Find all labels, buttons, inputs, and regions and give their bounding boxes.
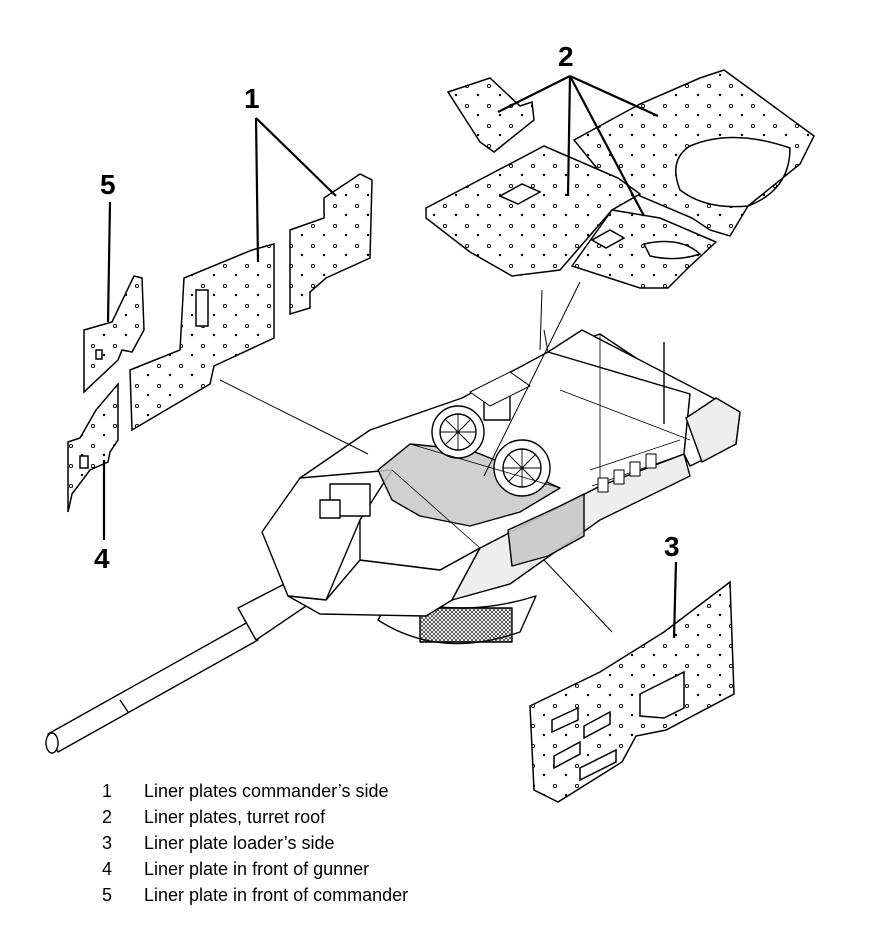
callout-2: 2 <box>558 41 574 72</box>
plate-2-front-right <box>570 209 718 289</box>
legend-item-1: 1 Liner plates commander’s side <box>102 778 408 804</box>
plate-3 <box>529 580 735 803</box>
plate-5 <box>83 275 145 394</box>
turret-drawing <box>45 329 741 754</box>
plate-1-rear <box>289 173 373 316</box>
side-stowage <box>597 453 657 493</box>
legend-number: 5 <box>102 885 113 905</box>
legend-text: Liner plate loader’s side <box>144 833 335 853</box>
plate-2-left-small <box>446 77 535 153</box>
plate-2-front-main <box>425 145 642 277</box>
plate-1-front <box>129 243 275 432</box>
turret-basket-mesh <box>419 607 513 643</box>
legend: 1 Liner plates commander’s side 2 Liner … <box>102 778 408 908</box>
legend-item-5: 5 Liner plate in front of commander <box>102 882 408 908</box>
plate-2-rear-large <box>572 69 815 237</box>
callout-4: 4 <box>94 543 110 574</box>
callout-3: 3 <box>664 531 680 562</box>
legend-text: Liner plates commander’s side <box>144 781 389 801</box>
legend-text: Liner plates, turret roof <box>144 807 326 827</box>
leader-lines <box>102 74 678 639</box>
callout-1: 1 <box>244 83 260 114</box>
callout-5: 5 <box>100 169 116 200</box>
legend-item-3: 3 Liner plate loader’s side <box>102 830 408 856</box>
legend-text: Liner plate in front of commander <box>144 885 409 905</box>
legend-number: 4 <box>102 859 113 879</box>
muzzle <box>45 732 59 754</box>
legend-number: 3 <box>102 833 113 853</box>
loader-side-highlight <box>507 493 585 567</box>
legend-number: 2 <box>102 807 113 827</box>
legend-text: Liner plate in front of gunner <box>144 859 370 879</box>
legend-item-4: 4 Liner plate in front of gunner <box>102 856 408 882</box>
gun-barrel <box>47 621 259 753</box>
legend-number: 1 <box>102 781 113 801</box>
legend-item-2: 2 Liner plates, turret roof <box>102 804 408 830</box>
plate-4 <box>67 381 119 513</box>
